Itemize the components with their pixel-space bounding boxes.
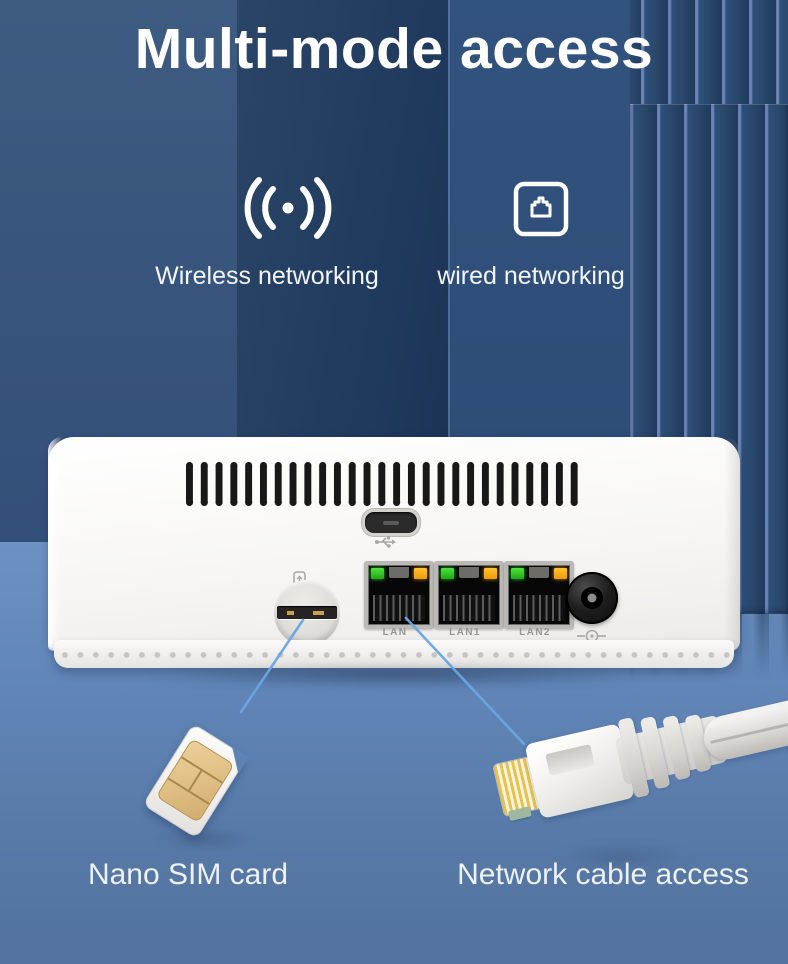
sim-slot	[277, 606, 337, 619]
stripe-section-upper	[630, 0, 788, 104]
link-led-green	[511, 568, 524, 579]
sim-card-shadow	[138, 828, 274, 850]
ethernet-port-icon	[513, 181, 569, 237]
port-pin-contacts	[513, 595, 565, 621]
dc-power-jack	[566, 572, 618, 624]
lan2-port-label: LAN2	[519, 627, 551, 638]
device-shadow	[36, 658, 752, 694]
cable-shadow	[528, 845, 718, 869]
usb-c-port	[362, 509, 420, 536]
port-latch-tab	[389, 567, 409, 578]
network-cable-label: Network cable access	[457, 858, 749, 891]
lan2-port	[504, 561, 574, 629]
link-led-amber	[414, 568, 427, 579]
wireless-signal-icon	[244, 177, 332, 239]
wireless-networking-label: Wireless networking	[155, 262, 379, 290]
link-led-amber	[484, 568, 497, 579]
port-latch-tab	[459, 567, 479, 578]
lan1-port-label: LAN1	[449, 627, 481, 638]
link-led-green	[441, 568, 454, 579]
port-latch-tab	[529, 567, 549, 578]
lan-port	[364, 561, 434, 629]
wired-networking-label: wired networking	[437, 262, 625, 290]
power-jack-pin	[587, 593, 597, 603]
usb-icon	[375, 536, 396, 548]
vent-grille	[186, 462, 583, 506]
link-led-amber	[554, 568, 567, 579]
link-led-green	[371, 568, 384, 579]
lan1-port	[434, 561, 504, 629]
lan-port-label: LAN	[382, 627, 408, 638]
cable-cord	[699, 690, 788, 764]
device-base-skirt	[54, 640, 734, 668]
nano-sim-label: Nano SIM card	[87, 858, 289, 891]
port-pin-contacts	[373, 595, 425, 621]
port-pin-contacts	[443, 595, 495, 621]
page-title: Multi-mode access	[134, 17, 654, 81]
